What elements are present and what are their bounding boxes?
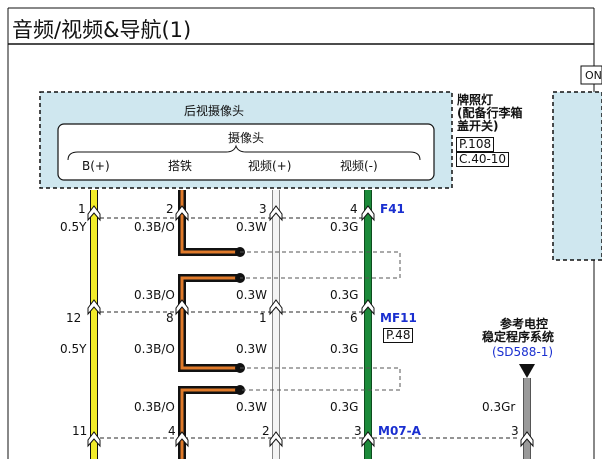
f41-pin-2: 2 [166,202,174,216]
camera-outer-label: 后视摄像头 [184,104,245,118]
on-tag: ON [585,69,602,82]
wire-label-white-d: 0.3W [236,400,267,414]
mf11-pin-6: 6 [350,311,358,325]
camera-inner-label: 摄像头 [228,131,265,145]
m07-pin-3: 3 [354,424,362,438]
connector-f41-name: F41 [380,202,405,216]
wire-label-white-b: 0.3W [236,288,267,302]
wire-label-bo-c: 0.3B/O [134,342,175,356]
wire-label-bo-a: 0.3B/O [134,220,175,234]
cruise-line1: 参考电控 [500,317,549,331]
wire-label-green-d: 0.3G [330,400,359,414]
wire-label-yellow-a: 0.5Y [60,220,87,234]
cruise-line2: 稳定程序系统 [482,330,555,344]
connector-m07-name: M07-A [378,424,421,438]
shield-segment-1 [178,190,240,256]
connector-mf11-ref: P.48 [383,328,414,343]
mf11-pin-8: 8 [166,311,174,325]
m07-pin-4: 4 [168,424,176,438]
wire-label-bo-b: 0.3B/O [134,288,175,302]
wire-label-green-a: 0.3G [330,220,359,234]
shield-segment-2 [178,274,240,372]
wire-label-green-b: 0.3G [330,288,359,302]
cruise-arrow [519,364,535,378]
f41-pin-1: 1 [78,202,86,216]
connector-chevrons [87,205,534,448]
shield-box-1 [240,251,401,279]
wire-label-gray: 0.3Gr [482,400,516,414]
m07-pin-11: 11 [72,424,88,438]
connector-mf11-name: MF11 [380,311,417,325]
wire-label-yellow-c: 0.5Y [60,342,87,356]
wire-label-bo-d: 0.3B/O [134,400,175,414]
f41-pin-3: 3 [259,202,267,216]
pin-brace [67,144,421,161]
mf11-pin-12: 12 [66,311,82,325]
pin-label-video-plus: 视频(+) [248,159,292,173]
page-title: 音频/视频&导航(1) [12,18,192,42]
on-tag-box [580,65,602,85]
wire-label-white-c: 0.3W [236,342,267,356]
m07-pin-2: 2 [262,424,270,438]
mf11-pin-1: 1 [259,311,267,325]
wire-label-white-a: 0.3W [236,220,267,234]
license-lamp-ref1: P.108 [456,137,495,152]
pin-label-b-plus: B(+) [82,159,110,173]
wire-label-green-c: 0.3G [330,342,359,356]
shield-dot-4 [235,385,245,395]
license-lamp-line1: 牌照灯 [457,93,494,107]
shield-box-2 [240,367,401,391]
license-lamp-ref2: C.40-10 [456,152,510,167]
license-lamp-line3: 盖开关) [457,119,499,133]
f41-pin-4: 4 [350,202,358,216]
cruise-ref-link[interactable]: (SD588-1) [492,345,554,359]
license-lamp-line2: (配备行李箱 [457,106,523,120]
m07-pin-extra: 3 [511,424,519,438]
right-module-panel [552,91,602,261]
pin-label-video-minus: 视频(-) [340,159,378,173]
pin-label-ground: 搭铁 [168,159,193,173]
shield-segment-3 [178,386,240,459]
